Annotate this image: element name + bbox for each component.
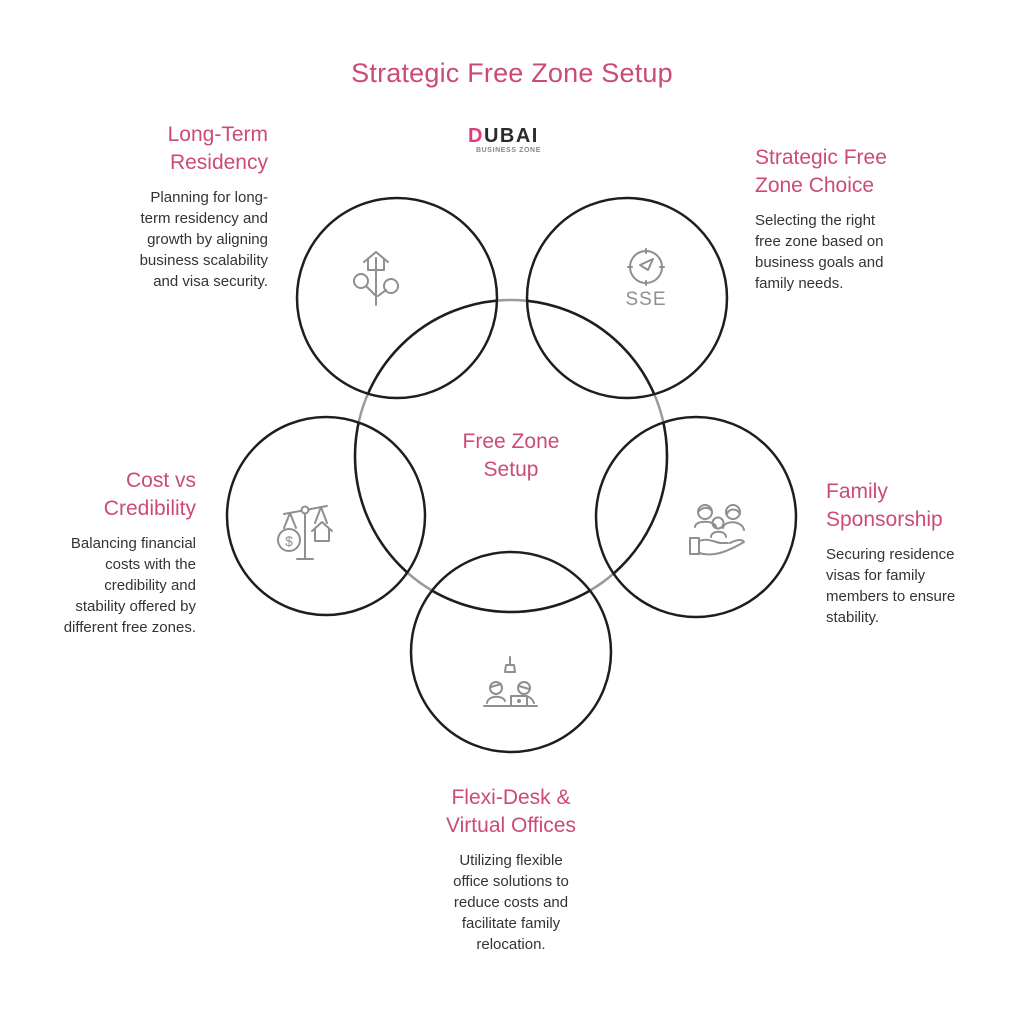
node-description: Planning for long- term residency and gr…	[139, 189, 268, 290]
circle-long-term-residency	[295, 196, 499, 400]
circle-family-sponsorship	[594, 415, 798, 619]
compass-icon	[627, 248, 665, 286]
house-growth-icon	[353, 251, 399, 306]
logo-subtitle: BUSINESS ZONE	[476, 147, 541, 154]
circle-cost-vs-credibility	[225, 415, 427, 617]
coworking-desk-icon	[483, 656, 538, 707]
node-description: Balancing financial costs with the credi…	[63, 535, 196, 636]
circle-strategic-free-zone-choice	[525, 196, 729, 400]
node-flexi-desk-virtual-offices: Flexi-Desk &Virtual Offices Utilizing fl…	[401, 784, 621, 955]
node-description: Securing residence visas for family memb…	[826, 546, 956, 626]
svg-text:$: $	[285, 533, 293, 549]
diagram-title: Strategic Free Zone Setup	[351, 58, 673, 88]
family-hand-icon	[689, 504, 745, 556]
node-description: Selecting the right free zone based on b…	[755, 212, 884, 292]
compass-direction-label: SSE	[625, 289, 666, 310]
node-title: Flexi-Desk &Virtual Offices	[446, 786, 576, 837]
dubai-business-zone-logo: DUBAI BUSINESS ZONE	[468, 126, 558, 160]
center-label: Free Zone Setup	[462, 430, 560, 481]
logo-wordmark: DUBAI	[468, 125, 539, 147]
node-description: Utilizing flexible office solutions to r…	[453, 852, 569, 953]
balance-scale-icon: $	[277, 505, 333, 560]
circle-flexi-desk	[409, 550, 613, 754]
